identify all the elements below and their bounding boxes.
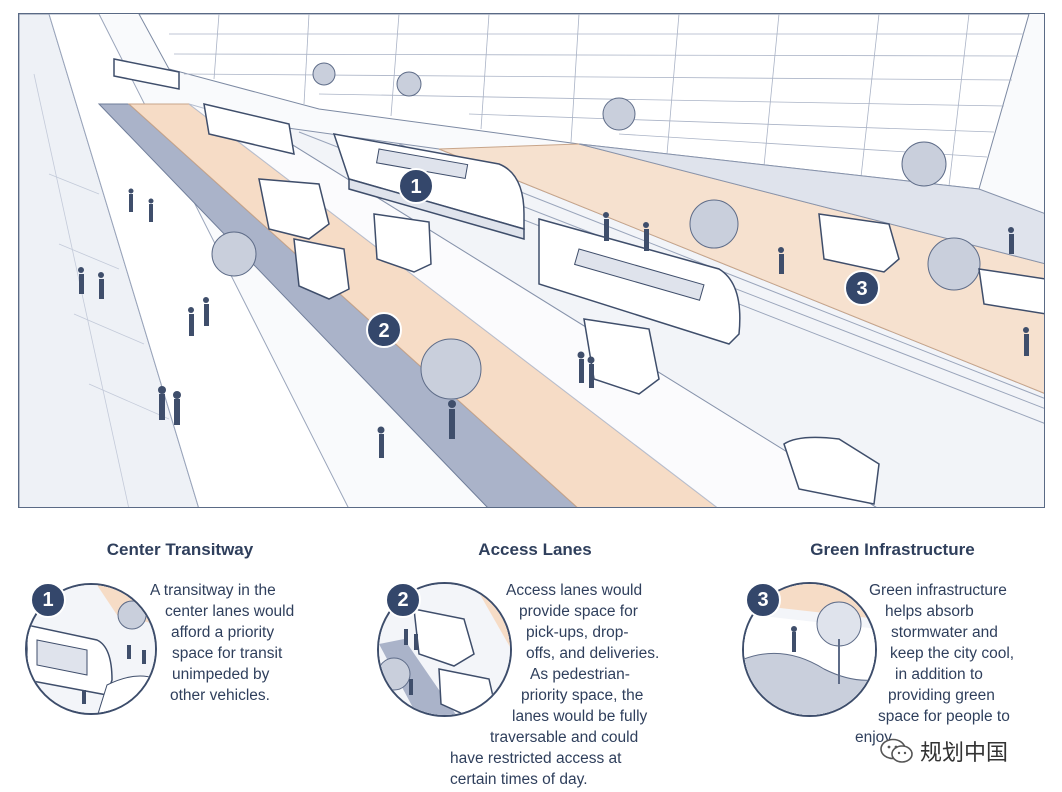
panel-title: Center Transitway <box>106 540 254 559</box>
badge-3: 3 <box>844 270 880 306</box>
desc-line: stormwater and <box>891 624 998 641</box>
desc-line: other vehicles. <box>170 687 270 704</box>
desc-line: pick-ups, drop- <box>526 624 629 641</box>
street-scene-drawing: 1 2 3 <box>19 14 1044 507</box>
trees <box>211 62 981 400</box>
badge-1-label: 1 <box>410 176 421 198</box>
panel-1-number-badge: 1 <box>30 582 66 618</box>
desc-line: traversable and could <box>490 729 639 746</box>
watermark: 规划中国 <box>880 735 1008 767</box>
desc-line: unimpeded by <box>172 666 270 683</box>
green-infrastructure-detail-image <box>742 582 877 717</box>
watermark-text: 规划中国 <box>920 741 1009 766</box>
desc-line: lanes would be fully <box>512 708 648 725</box>
street-illustration: 1 2 3 <box>18 13 1045 508</box>
desc-line: certain times of day. <box>450 771 588 788</box>
panel-access-lanes: Access Lanes 2 Access lanes would provid… <box>375 540 705 790</box>
badge-1: 1 <box>398 168 434 204</box>
panel-2-description: Access lanes would provide space for pic… <box>450 580 659 790</box>
desc-line: have restricted access at <box>450 750 622 767</box>
desc-line: in addition to <box>895 666 983 683</box>
desc-line: A transitway in the <box>150 582 276 599</box>
wechat-logo-icon <box>880 738 913 763</box>
desc-line: center lanes would <box>165 603 295 620</box>
panel-3-description: Green infrastructure helps absorb stormw… <box>855 580 1014 748</box>
desc-line: offs, and deliveries. <box>526 645 660 662</box>
panel-title: Access Lanes <box>478 540 592 559</box>
panel-title: Green Infrastructure <box>810 540 975 559</box>
desc-line: priority space, the <box>521 687 644 704</box>
badge-2-label: 2 <box>378 320 389 342</box>
desc-line: As pedestrian- <box>530 666 630 683</box>
panel-center-transitway: Center Transitway 1 A transitway in the … <box>20 540 340 790</box>
panel-green-infrastructure: Green Infrastructure 3 Green infrastruct… <box>740 540 1040 790</box>
desc-line: provide space for <box>519 603 638 620</box>
desc-line: helps absorb <box>885 603 974 620</box>
pedestrians <box>78 188 1029 458</box>
desc-line: keep the city cool, <box>890 645 1015 662</box>
desc-line: Green infrastructure <box>869 582 1007 599</box>
desc-line: afford a priority <box>171 624 275 641</box>
panel-1-description: A transitway in the center lanes would a… <box>150 580 294 706</box>
desc-line: space for people to <box>878 708 1010 725</box>
desc-line: Access lanes would <box>506 582 643 599</box>
desc-line: providing green <box>888 687 995 704</box>
badge-3-label: 3 <box>856 278 867 300</box>
panel-3-number-badge: 3 <box>745 582 781 618</box>
panel-2-number-badge: 2 <box>385 582 421 618</box>
badge-2: 2 <box>366 312 402 348</box>
desc-line: space for transit <box>172 645 283 662</box>
